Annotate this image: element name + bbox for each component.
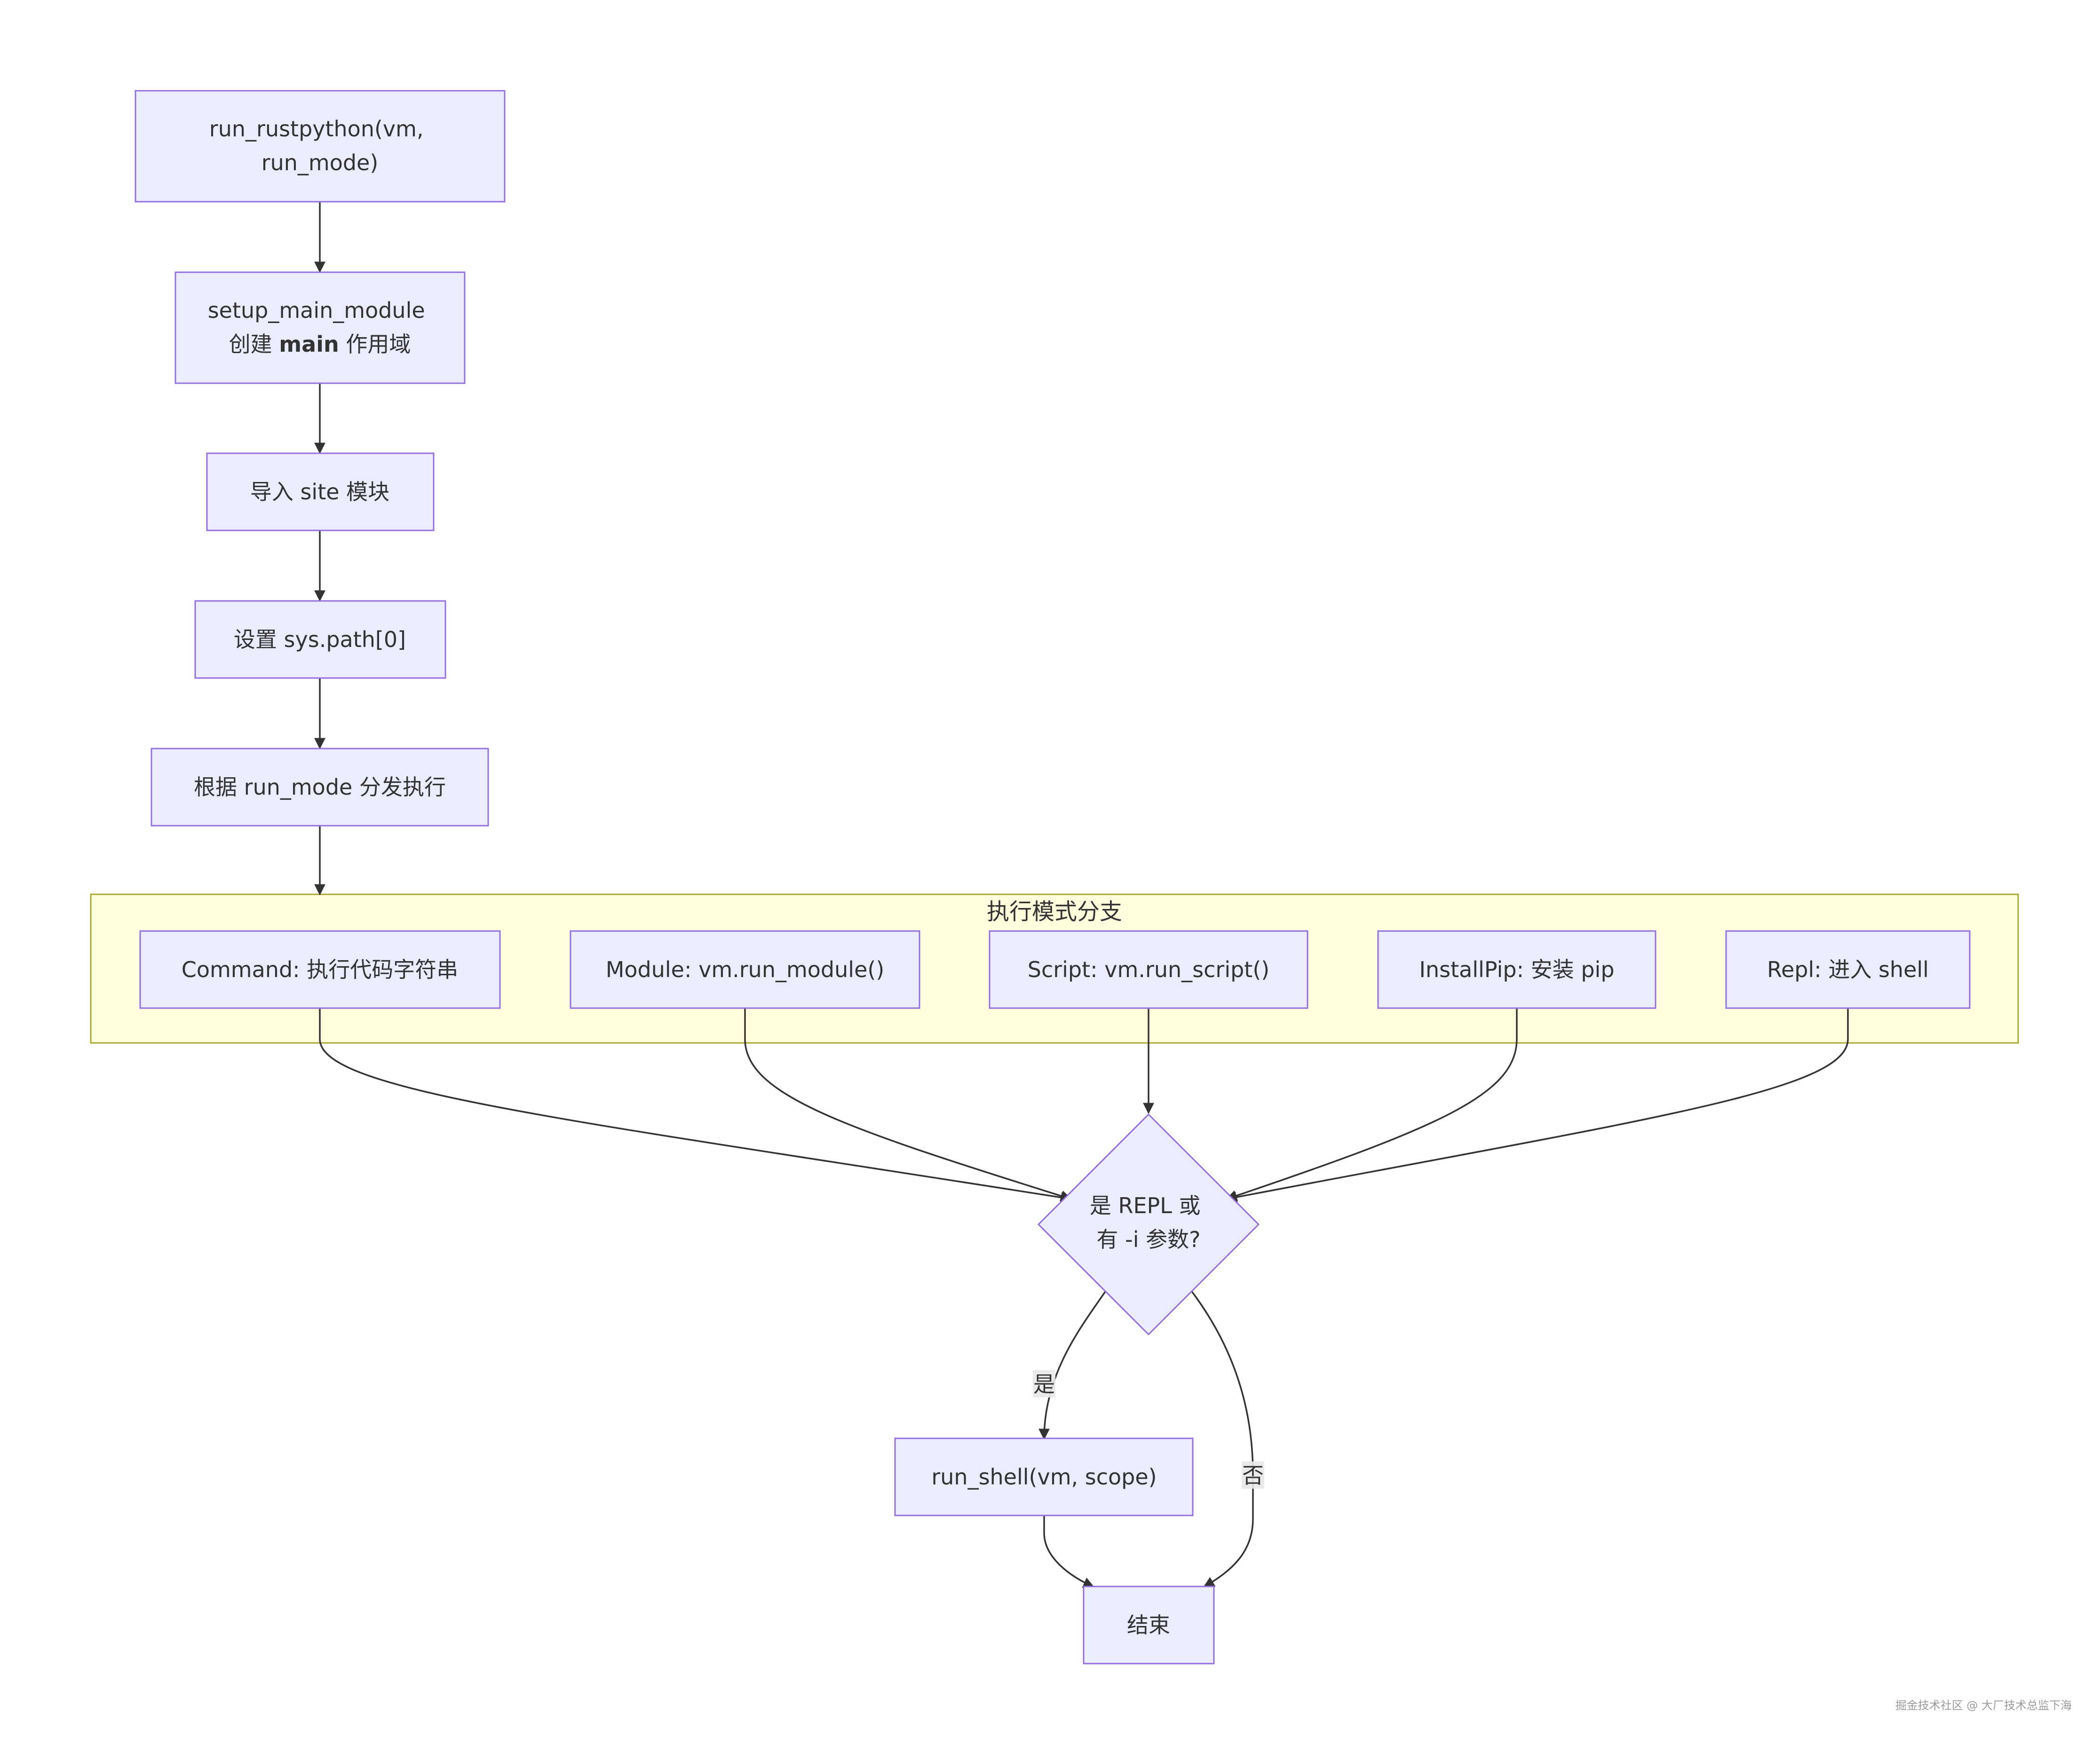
svg-text:run_shell(vm, scope): run_shell(vm, scope) xyxy=(931,1464,1157,1490)
svg-text:根据 run_mode 分发执行: 根据 run_mode 分发执行 xyxy=(194,774,446,800)
node-script: Script: vm.run_script() xyxy=(989,930,1308,1009)
node-end: 结束 xyxy=(1083,1586,1215,1665)
svg-text:是 REPL 或 有 -i 参数?: 是 REPL 或 有 -i 参数? xyxy=(1090,1193,1207,1252)
svg-text:Command: 执行代码字符串: Command: 执行代码字符串 xyxy=(182,957,459,982)
cluster-title: 执行模式分支 xyxy=(987,899,1122,925)
edge-decision-yes-to-runshell xyxy=(1038,1290,1107,1440)
svg-text:Script: vm.run_script(): Script: vm.run_script() xyxy=(1028,957,1270,982)
svg-text:导入 site 模块: 导入 site 模块 xyxy=(250,479,389,505)
edge-module-to-decision xyxy=(744,1008,1072,1201)
node-module: Module: vm.run_module() xyxy=(570,930,920,1009)
edge-installpip-to-decision xyxy=(1225,1008,1518,1201)
edges xyxy=(314,202,1849,1588)
node-repl: Repl: 进入 shell xyxy=(1725,930,1971,1009)
svg-text:否: 否 xyxy=(1242,1463,1264,1488)
node-import-site: 导入 site 模块 xyxy=(206,452,435,531)
svg-text:InstallPip: 安装 pip: InstallPip: 安装 pip xyxy=(1419,957,1614,982)
node-run-shell: run_shell(vm, scope) xyxy=(894,1437,1194,1516)
node-set-sys-path: 设置 sys.path[0] xyxy=(194,600,446,679)
edge-command-to-decision xyxy=(319,1008,1072,1203)
edge-decision-no-to-end xyxy=(1190,1289,1254,1588)
watermark-text: 掘金技术社区 @ 大厂技术总监下海 xyxy=(1895,1699,2072,1712)
svg-text:是: 是 xyxy=(1033,1372,1055,1397)
edge-repl-to-decision xyxy=(1225,1008,1849,1203)
svg-text:Repl: 进入 shell: Repl: 进入 shell xyxy=(1767,957,1929,982)
node-command: Command: 执行代码字符串 xyxy=(139,930,501,1009)
svg-text:setup_main_module 创建 mai: setup_main_module 创建 main 作用域 xyxy=(208,298,432,357)
node-installpip: InstallPip: 安装 pip xyxy=(1377,930,1656,1009)
edge-label-yes: 是 xyxy=(1033,1370,1055,1397)
svg-text:run_rustpython(vm, run_m: run_rustpython(vm, run_mode) xyxy=(209,116,430,175)
node-setup-main-module: setup_main_module 创建 main 作用域 xyxy=(174,271,466,384)
node-run-rustpython: run_rustpython(vm, run_mode) xyxy=(135,90,506,203)
node-decision: 是 REPL 或 有 -i 参数? xyxy=(1037,1113,1260,1336)
edge-runshell-to-end xyxy=(1043,1515,1095,1588)
svg-text:Module: vm.run_module(): Module: vm.run_module() xyxy=(606,957,885,982)
svg-text:结束: 结束 xyxy=(1127,1612,1170,1638)
node-dispatch: 根据 run_mode 分发执行 xyxy=(151,748,489,827)
svg-text:设置 sys.path[0]: 设置 sys.path[0] xyxy=(234,627,406,652)
edge-label-no: 否 xyxy=(1242,1461,1264,1489)
